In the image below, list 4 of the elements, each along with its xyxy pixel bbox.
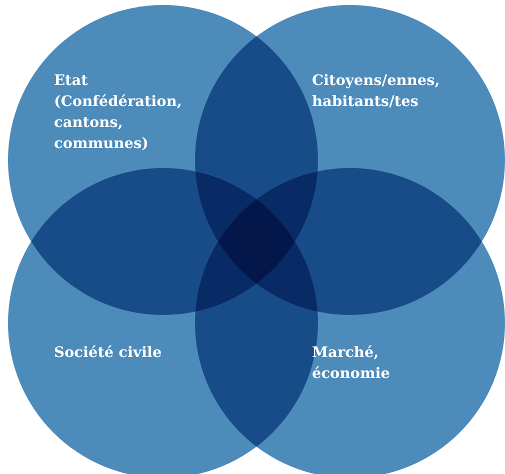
circle-label: Etat (Confédération, cantons, communes) (54, 71, 183, 154)
circle-label: Citoyens/ennes, habitants/tes (312, 71, 441, 112)
circle-label: Marché, économie (312, 343, 392, 384)
circle-label: Société civile (54, 343, 163, 363)
